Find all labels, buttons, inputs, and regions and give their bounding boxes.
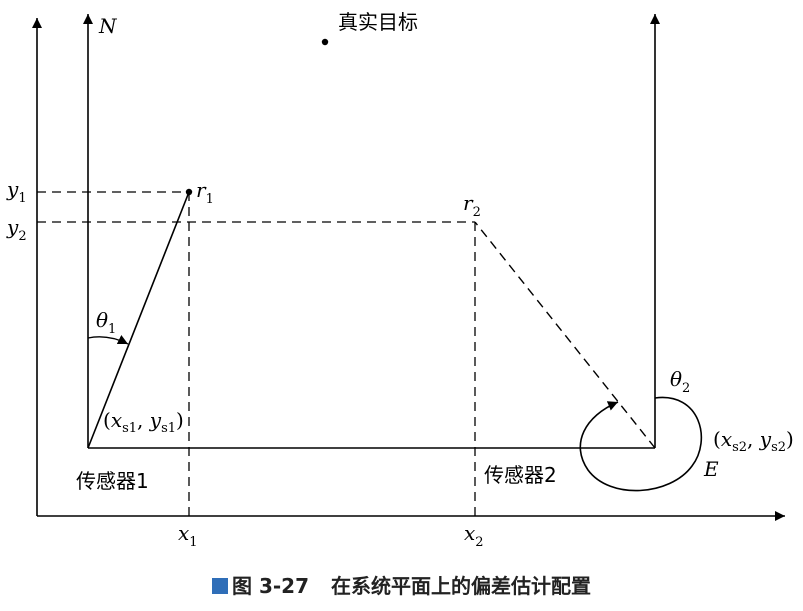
x1-label: x1 [178, 521, 198, 550]
figure-caption: 图 3-27 在系统平面上的偏差估计配置 [0, 570, 803, 599]
sensor1-label: 传感器1 [76, 469, 149, 493]
sensor1-coordinate: (xs1, ys1) [103, 408, 184, 436]
north-label: N [98, 14, 118, 38]
r2-line [474, 221, 656, 449]
y1-label: y1 [6, 177, 27, 206]
r2-label: r2 [463, 191, 481, 220]
diagram-canvas: N 真实目标 r1 r2 y1 y2 x1 x2 θ1 θ2 (xs1, ys1… [6, 10, 794, 550]
y2-label: y2 [6, 215, 27, 244]
sensor2-coordinate: (xs2, ys2) [713, 427, 794, 455]
theta1-label: θ1 [96, 308, 116, 337]
x2-label: x2 [464, 521, 484, 550]
true-target-point [321, 38, 329, 46]
r1-line [87, 191, 190, 449]
true-target-label: 真实目标 [338, 10, 418, 34]
r1-point [185, 188, 193, 196]
theta1-arc [87, 335, 129, 345]
theta2-label: θ2 [670, 367, 690, 396]
caption-square-icon [211, 578, 228, 594]
theta2-arc [579, 396, 703, 492]
figure-title: 在系统平面上的偏差估计配置 [331, 574, 591, 598]
east-label: E [703, 457, 719, 481]
sensor2-label: 传感器2 [484, 463, 557, 487]
figure-number: 图 3-27 [231, 574, 309, 598]
r1-label: r1 [196, 178, 214, 207]
